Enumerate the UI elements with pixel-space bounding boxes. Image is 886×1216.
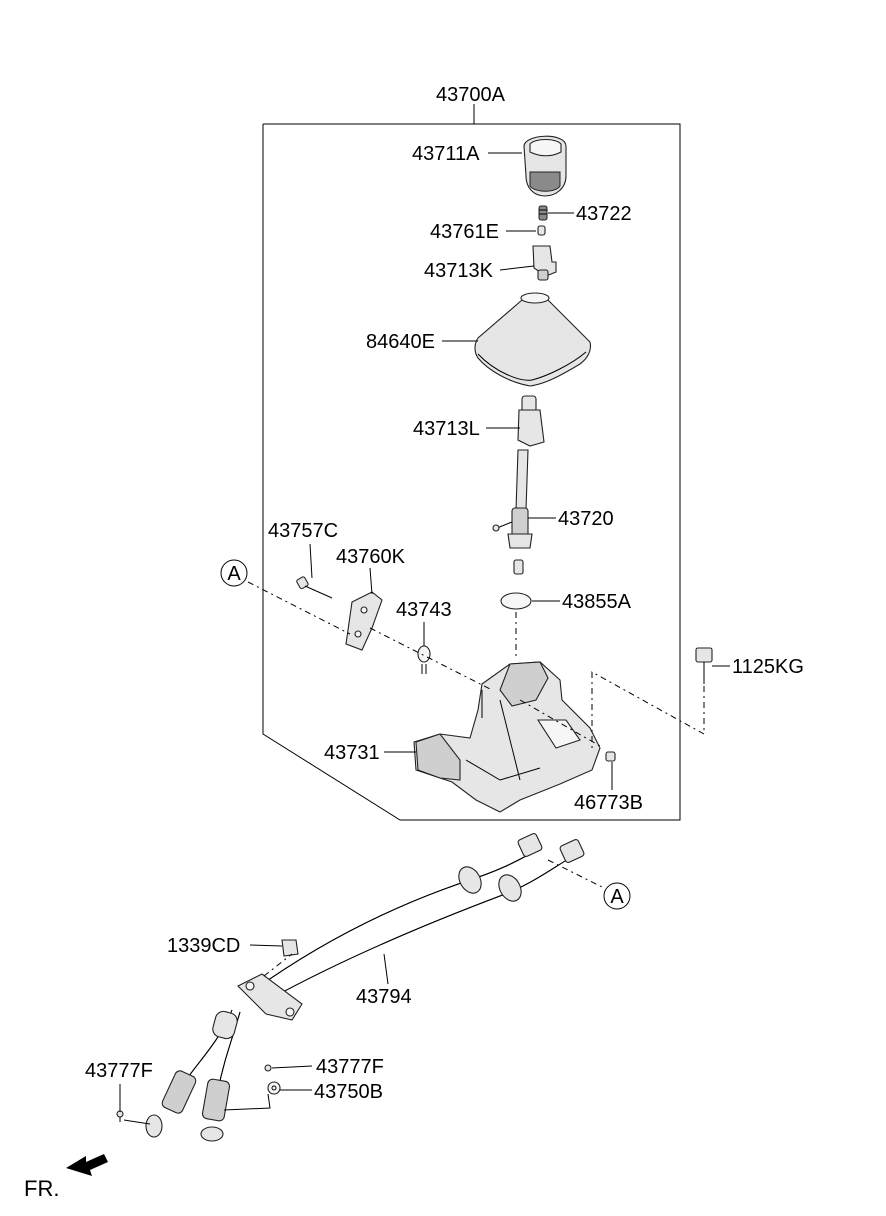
spring <box>538 205 548 221</box>
leader-lines <box>119 152 730 1125</box>
reference-a-bottom-label: A <box>610 886 624 908</box>
label-cable: 43794 <box>356 986 412 1008</box>
pin-left <box>116 1110 124 1122</box>
reference-a-top-label: A <box>227 563 241 585</box>
label-nut: 46773B <box>574 792 643 814</box>
label-housing: 43731 <box>324 742 380 764</box>
label-lever-lower: 43713L <box>413 418 480 440</box>
pin-right <box>264 1064 272 1072</box>
label-boot: 84640E <box>366 331 435 353</box>
reference-a-top: A <box>220 559 248 587</box>
label-pin-right: 43777F <box>316 1056 384 1078</box>
retainer-ring <box>500 592 532 610</box>
label-pin: 43761E <box>430 221 499 243</box>
label-clip: 1339CD <box>167 935 240 957</box>
lever-assembly <box>492 449 533 575</box>
label-spring: 43722 <box>576 203 632 225</box>
bolt <box>296 576 333 599</box>
label-washer: 43750B <box>314 1081 383 1103</box>
shift-cable <box>145 833 585 1142</box>
label-ring: 43855A <box>562 591 632 613</box>
nut <box>605 751 616 762</box>
bracket <box>345 591 383 651</box>
part-labels: 43700A 43711A 43722 43761E 43713K 84640E… <box>24 84 804 1201</box>
label-lever-upper: 43713K <box>424 260 494 282</box>
pin <box>537 225 546 236</box>
label-assembly: 43700A <box>436 84 506 106</box>
label-lever-assembly: 43720 <box>558 508 614 530</box>
bushing <box>417 645 431 674</box>
label-bolt: 43757C <box>268 520 338 542</box>
label-flange-bolt: 1125KG <box>732 656 804 678</box>
assembly-outline <box>262 104 681 821</box>
lever-upper <box>532 245 557 281</box>
reference-lines <box>247 581 705 977</box>
shifter-housing <box>413 661 601 813</box>
front-arrow-icon <box>66 1154 108 1176</box>
shift-boot <box>474 292 592 387</box>
label-bracket: 43760K <box>336 546 406 568</box>
label-pin-left: 43777F <box>85 1060 153 1082</box>
label-front: FR. <box>24 1176 59 1201</box>
label-knob: 43711A <box>412 143 480 165</box>
reference-a-bottom: A <box>603 882 631 910</box>
clip <box>281 939 299 957</box>
label-bushing: 43743 <box>396 599 452 621</box>
lever-lower <box>517 395 545 447</box>
washer <box>267 1081 281 1095</box>
shift-knob <box>523 135 567 197</box>
flange-bolt <box>695 647 713 684</box>
